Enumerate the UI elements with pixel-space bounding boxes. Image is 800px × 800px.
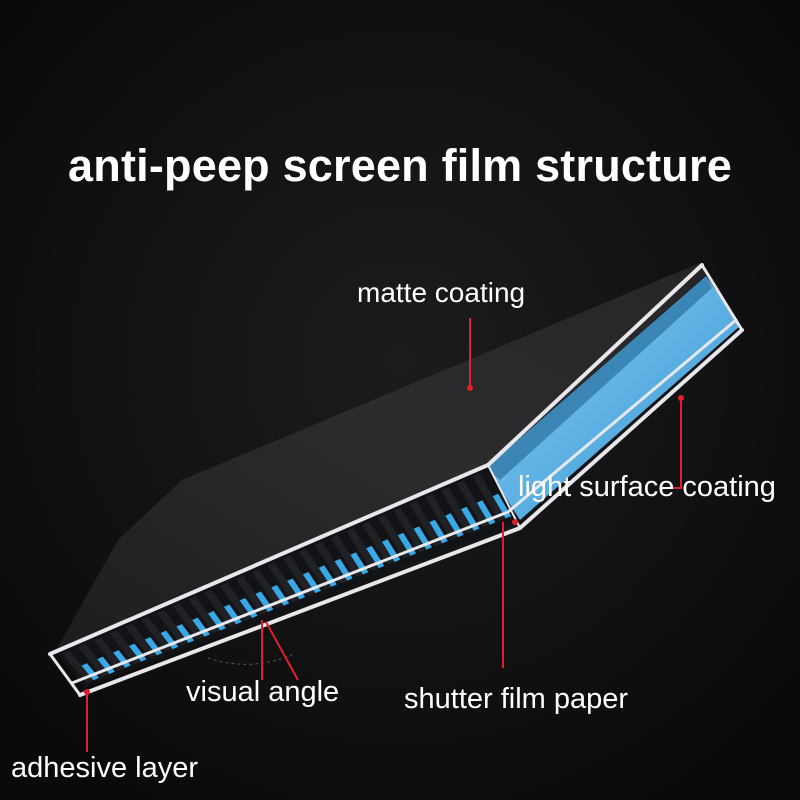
louver-slat: [441, 487, 474, 534]
light-surface-shade: [486, 276, 712, 480]
dot-adhesive: [84, 689, 90, 695]
louver-slat: [314, 541, 348, 584]
leader-light: [672, 398, 682, 489]
left-end: [48, 652, 82, 697]
louver-slat: [220, 582, 253, 621]
louver-slat: [62, 650, 94, 684]
louver-slat: [93, 637, 126, 671]
louver-slat: [362, 521, 395, 565]
matte-coating-surface: [55, 263, 706, 652]
adhesive-layer-label: adhesive layer: [11, 752, 198, 784]
louver-slat: [172, 603, 205, 640]
louver-slat: [188, 596, 221, 634]
right-end: [700, 263, 744, 332]
page-title: anti-peep screen film structure: [68, 140, 732, 191]
louver-slat: [393, 507, 427, 553]
leader-lines: [86, 318, 682, 752]
louver-slat: [472, 473, 506, 522]
louver-slat: [456, 480, 490, 528]
louver-gap: [81, 663, 100, 681]
corner-end: [487, 464, 521, 529]
louver-slat: [157, 610, 189, 646]
light-surface-coating-label: light surface coating: [518, 471, 776, 503]
dot-shutter: [512, 519, 518, 525]
louver-slat: [109, 630, 142, 665]
matte-coating-label: matte coating: [357, 277, 526, 308]
louver-slat: [330, 535, 363, 578]
louver-slat: [267, 562, 300, 603]
shutter-film-paper-label: shutter film paper: [404, 683, 629, 715]
louver-slat: [377, 514, 411, 559]
louver-slat: [283, 555, 316, 596]
visual-angle-label: visual angle: [186, 676, 340, 708]
louver-slat: [78, 644, 110, 677]
dot-matte: [467, 385, 473, 391]
louver-slat: [204, 589, 237, 628]
leader-visual-2: [265, 621, 299, 681]
louver-gap: [113, 650, 131, 668]
louver-slat: [251, 569, 284, 609]
louver-gap: [128, 643, 147, 662]
louver-slat: [125, 623, 157, 659]
visual-angle-arc: [207, 654, 293, 665]
louver-slat: [346, 528, 379, 572]
louver-slat: [141, 616, 173, 652]
louver-slat: [425, 494, 459, 540]
dot-light: [678, 395, 684, 401]
louver-slat: [409, 500, 443, 547]
middle-edge: [70, 318, 738, 685]
louver-slat: [299, 548, 332, 590]
louver-gap: [97, 656, 115, 675]
louver-slat: [235, 575, 268, 615]
frame-lines: [48, 263, 744, 697]
light-surface-end: [486, 276, 740, 520]
leader-dots: [84, 385, 684, 695]
